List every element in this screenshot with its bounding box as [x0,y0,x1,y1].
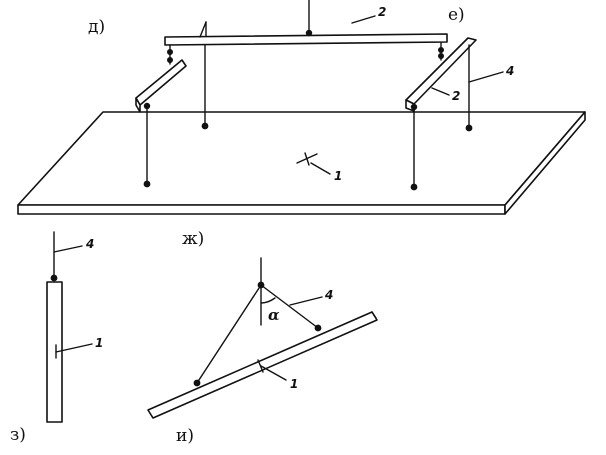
angle-arc-i [260,297,276,304]
leader-bar-2 [431,87,450,96]
large-plate [17,111,586,215]
leader-thread-4 [468,71,504,83]
top-beam [164,21,448,46]
part-label-plate-z: 1 [95,336,103,350]
panel-label-zh: ж) [182,229,204,249]
beam-center-joint [305,29,313,37]
leader-beam-2 [351,15,376,24]
tilted-plate [147,311,378,419]
weight-left-outer [143,180,151,188]
vertical-plate [46,281,63,423]
weight-right-inner [465,124,473,132]
right-joint-i [314,324,322,332]
joint-z [50,274,58,282]
panel-i-tilted-plate [147,257,378,419]
plate-assembly [17,0,586,215]
left-diagonal-bar [135,59,187,113]
part-label-thread-z: 4 [85,237,94,251]
panel-label-z: з) [10,425,26,445]
plate-center-mark [296,152,331,175]
right-bar-joint [410,103,418,111]
beam-connectors [167,42,444,65]
strap-right-i [260,284,319,329]
left-bar-joint [143,102,151,110]
part-label-thread: 4 [505,64,514,78]
weight-left-inner [201,122,209,130]
panel-label-i: и) [176,426,194,446]
part-label-thread-i: 4 [324,288,333,302]
part-label-bar: 2 [452,89,460,103]
panel-label-d: д) [88,17,105,37]
panel-label-e: е) [448,5,465,25]
part-label-plate-i: 1 [290,377,298,391]
left-joint-i [193,379,201,387]
strap-left-i [196,284,262,384]
weight-right-outer [410,183,418,191]
leader-thread-z [53,245,83,253]
part-label-plate: 1 [334,169,342,183]
leader-thread-i [289,296,323,306]
leader-plate-i [260,365,287,381]
leader-plate-z [55,343,93,353]
panel-z-vertical-plate [46,231,93,423]
angle-label-i: α [268,306,280,324]
part-label-beam: 2 [378,5,386,19]
